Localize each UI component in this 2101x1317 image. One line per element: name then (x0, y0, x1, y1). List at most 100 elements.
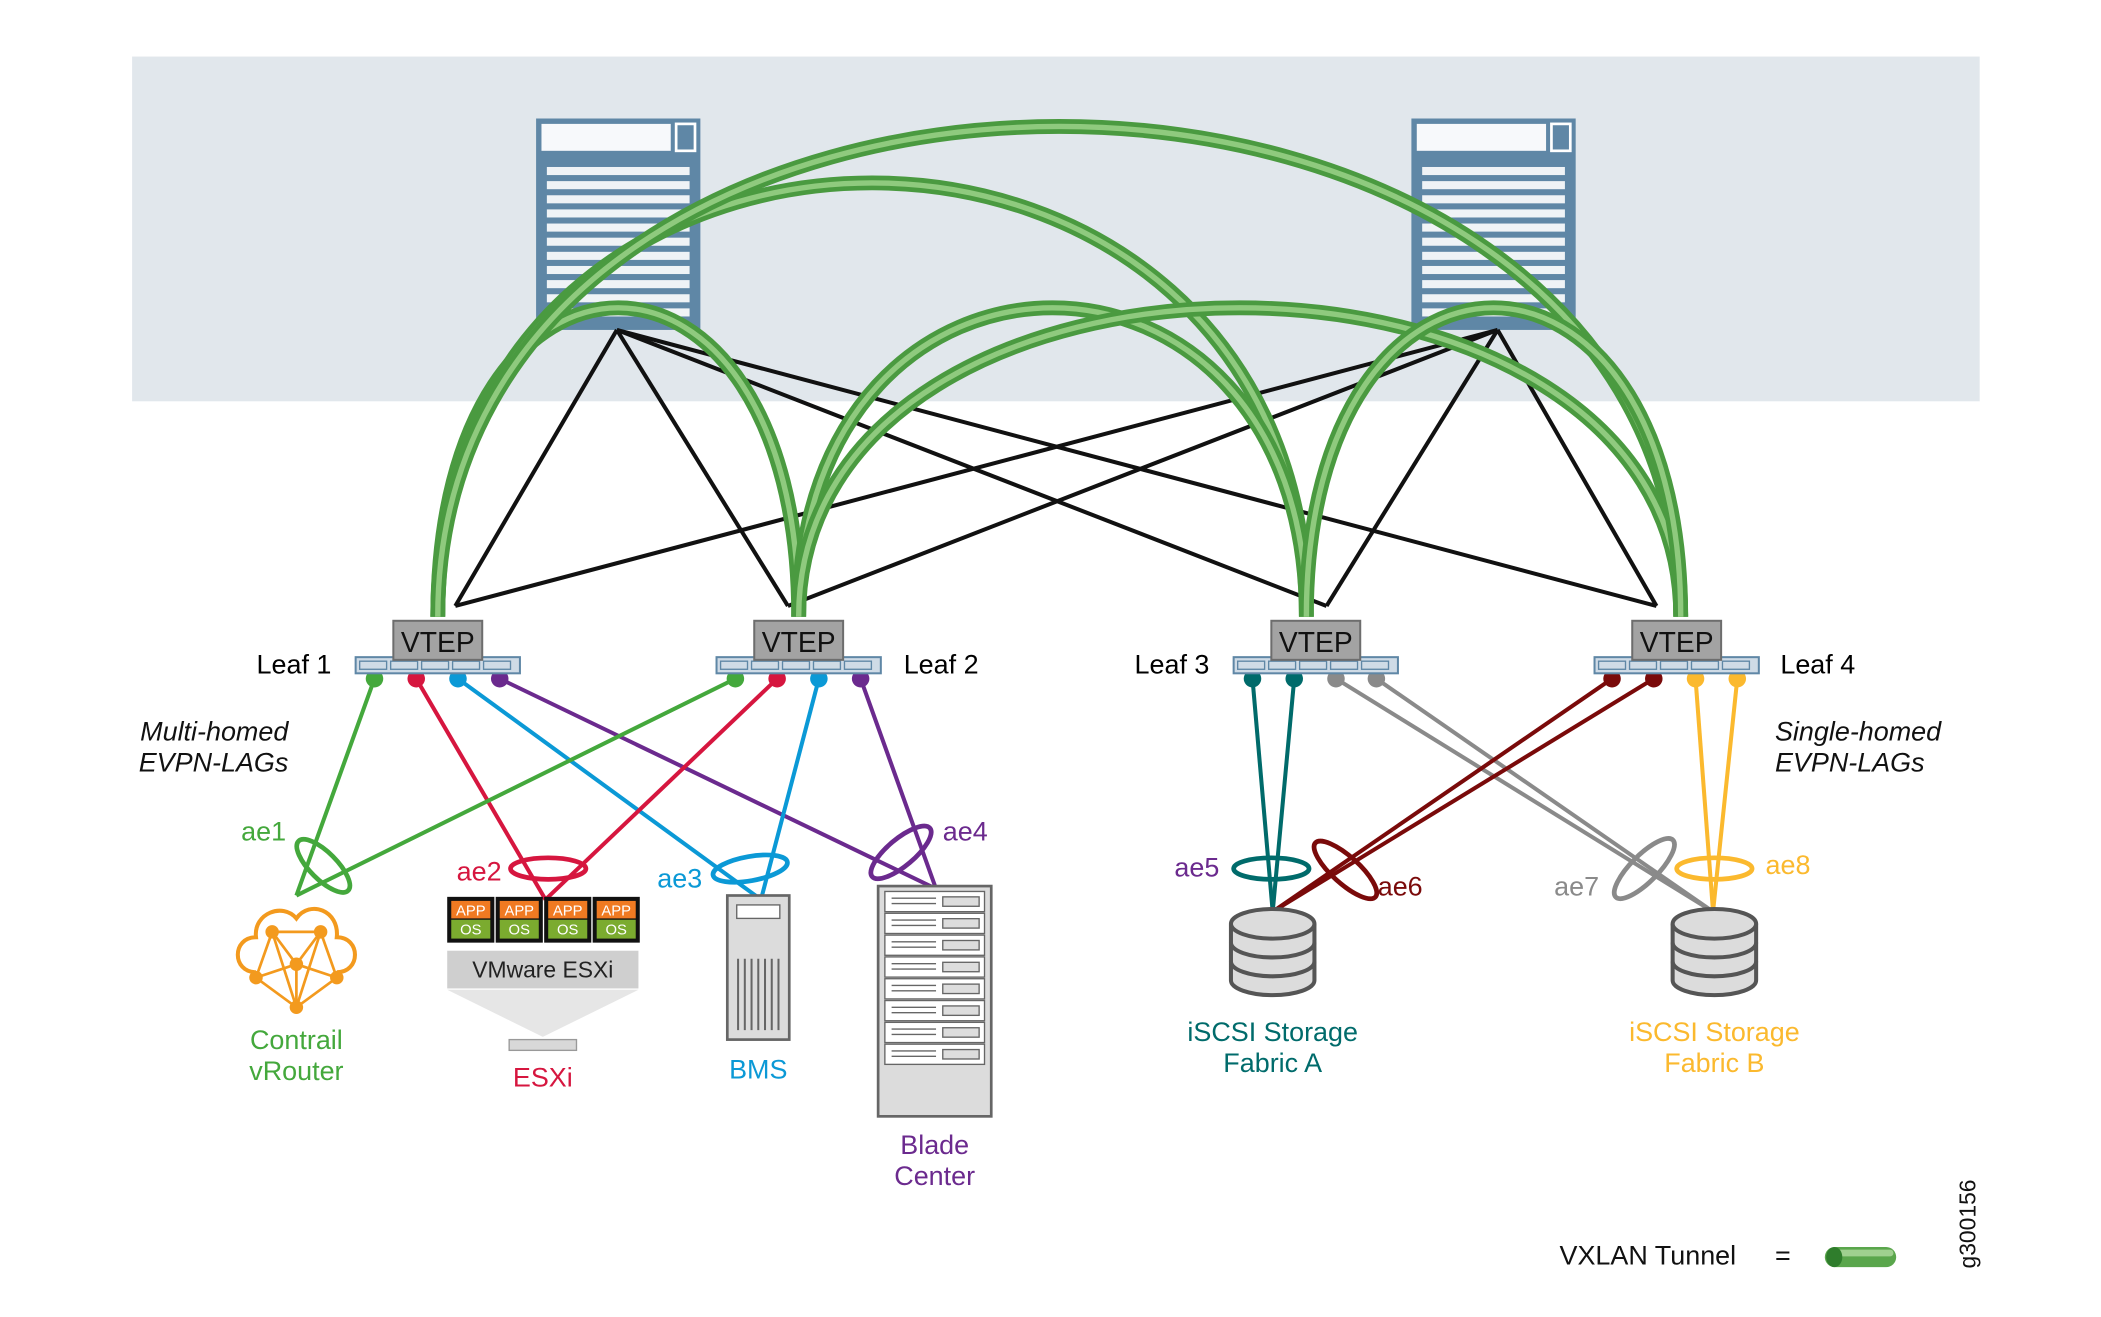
underlay-link (616, 327, 1658, 608)
esxi-server (508, 1038, 578, 1052)
vxlan-tunnel-highlight (1303, 305, 1684, 617)
vtep-box (753, 619, 845, 661)
bms-server-icon (725, 894, 791, 1041)
leaf-port-group (1267, 660, 1297, 670)
leaf-port-group (812, 660, 842, 670)
storage-a-label-2: Fabric A (1223, 1048, 1322, 1078)
mesh-edge (255, 962, 297, 979)
lag-ring-ae4 (868, 823, 934, 882)
lag-label-ae8: ae8 (1766, 850, 1811, 880)
vm-os-label: OS (509, 923, 531, 939)
leaf-port-group (420, 660, 450, 670)
spine-line-card (546, 265, 690, 275)
figure-id: g300156 (1955, 1179, 1981, 1268)
vmware-esxi-label: VMware ESXi (472, 957, 613, 983)
blue-access-link (759, 678, 821, 901)
leaf-port-group (719, 660, 749, 670)
vm-os (548, 919, 588, 939)
leaf-port-group (451, 660, 481, 670)
vm-app (499, 900, 539, 919)
leaf-port-group (1597, 660, 1627, 670)
spine-line-card (546, 237, 690, 246)
disk-ring (1670, 961, 1759, 979)
single-homed-note: Single-homed (1775, 717, 1942, 747)
multi-homed-note: Multi-homed (140, 717, 289, 747)
blade-center-icon (876, 884, 993, 1118)
vm-app-label: APP (601, 904, 631, 920)
lag-ring-ae2 (508, 855, 589, 882)
lag-label-ae1: ae1 (241, 816, 286, 846)
spine-line-card (1422, 280, 1565, 289)
purple-access-link (498, 676, 937, 891)
storage-a-label: iSCSI Storage (1187, 1017, 1358, 1047)
mesh-edge (270, 931, 298, 1008)
single-homed-note-2: EVPN-LAGs (1775, 748, 1925, 778)
contrail-label-2: vRouter (249, 1056, 343, 1086)
spine-line-card (546, 181, 690, 190)
blade-handle (942, 1027, 980, 1038)
lag-ring-ae7 (1611, 836, 1677, 902)
leaf-port-group (359, 660, 388, 670)
storage-b-label: iSCSI Storage (1629, 1017, 1800, 1047)
spine-line-card (546, 280, 690, 289)
leaf-port-group (1659, 660, 1689, 670)
contrail-label: Contrail (250, 1025, 343, 1055)
leaf-3-label: Leaf 3 (1135, 649, 1210, 679)
blade-handle (942, 917, 980, 929)
vtep-box (1270, 619, 1362, 661)
blade-handle (942, 939, 980, 951)
lag-ring-ae8 (1674, 855, 1755, 882)
gray-access-link (1334, 676, 1715, 914)
spine-panel-port (674, 122, 697, 153)
leaf-switch-3: VTEP (1232, 619, 1399, 675)
disk-ring (1228, 942, 1317, 960)
mesh-node (265, 925, 279, 939)
mesh-node (289, 957, 304, 971)
vm-app (451, 900, 491, 919)
spine-line-card (546, 223, 690, 232)
vm-app-label: APP (504, 904, 534, 920)
legend-label: VXLAN Tunnel (1560, 1240, 1737, 1270)
underlay-link (615, 328, 790, 608)
vtep-label: VTEP (762, 626, 836, 658)
leaf-port-group (1721, 660, 1751, 670)
blade-handle (942, 961, 980, 973)
blade-center-label: Blade (900, 1130, 969, 1160)
vxlan-tunnel-legend-icon (1824, 1246, 1897, 1268)
underlay-link (454, 327, 1499, 608)
lag-label-ae5: ae5 (1174, 853, 1219, 883)
leaf-port-group (1628, 660, 1658, 670)
spine-line-card (1422, 195, 1565, 204)
mesh-edge (295, 931, 322, 1008)
mesh-edge (255, 976, 298, 1009)
darkred-access-link (1271, 676, 1655, 914)
spine-line-card (546, 166, 690, 176)
storage-a-icon (1228, 906, 1317, 998)
vm-app (548, 900, 588, 919)
cloud-shape (235, 907, 357, 975)
bms-drive (736, 904, 781, 920)
blue-access-link (456, 677, 763, 902)
spine-panel (1416, 123, 1547, 151)
bms-label: BMS (729, 1055, 787, 1085)
leaf-port-group (1237, 660, 1266, 670)
esxi-label: ESXi (513, 1063, 573, 1093)
leaf-4-label: Leaf 4 (1780, 649, 1855, 679)
disk-ring (1228, 961, 1317, 979)
disk-top (1228, 906, 1317, 941)
leaf-port-group (482, 660, 512, 670)
vm-os-label: OS (460, 923, 482, 939)
leaf-2-label: Leaf 2 (904, 649, 979, 679)
blade-handle (942, 896, 980, 907)
lag-ring-ae3 (710, 852, 790, 885)
vtep-label: VTEP (401, 626, 475, 658)
mesh-node (289, 1000, 304, 1015)
spine-panel (541, 123, 671, 151)
green-access-link (294, 678, 377, 897)
spine-line-card (1422, 265, 1565, 275)
leaf-port-group (750, 660, 780, 670)
yellow-access-link (1711, 678, 1740, 912)
spine-panel-port (1550, 122, 1572, 153)
vm-app-label: APP (456, 904, 486, 920)
